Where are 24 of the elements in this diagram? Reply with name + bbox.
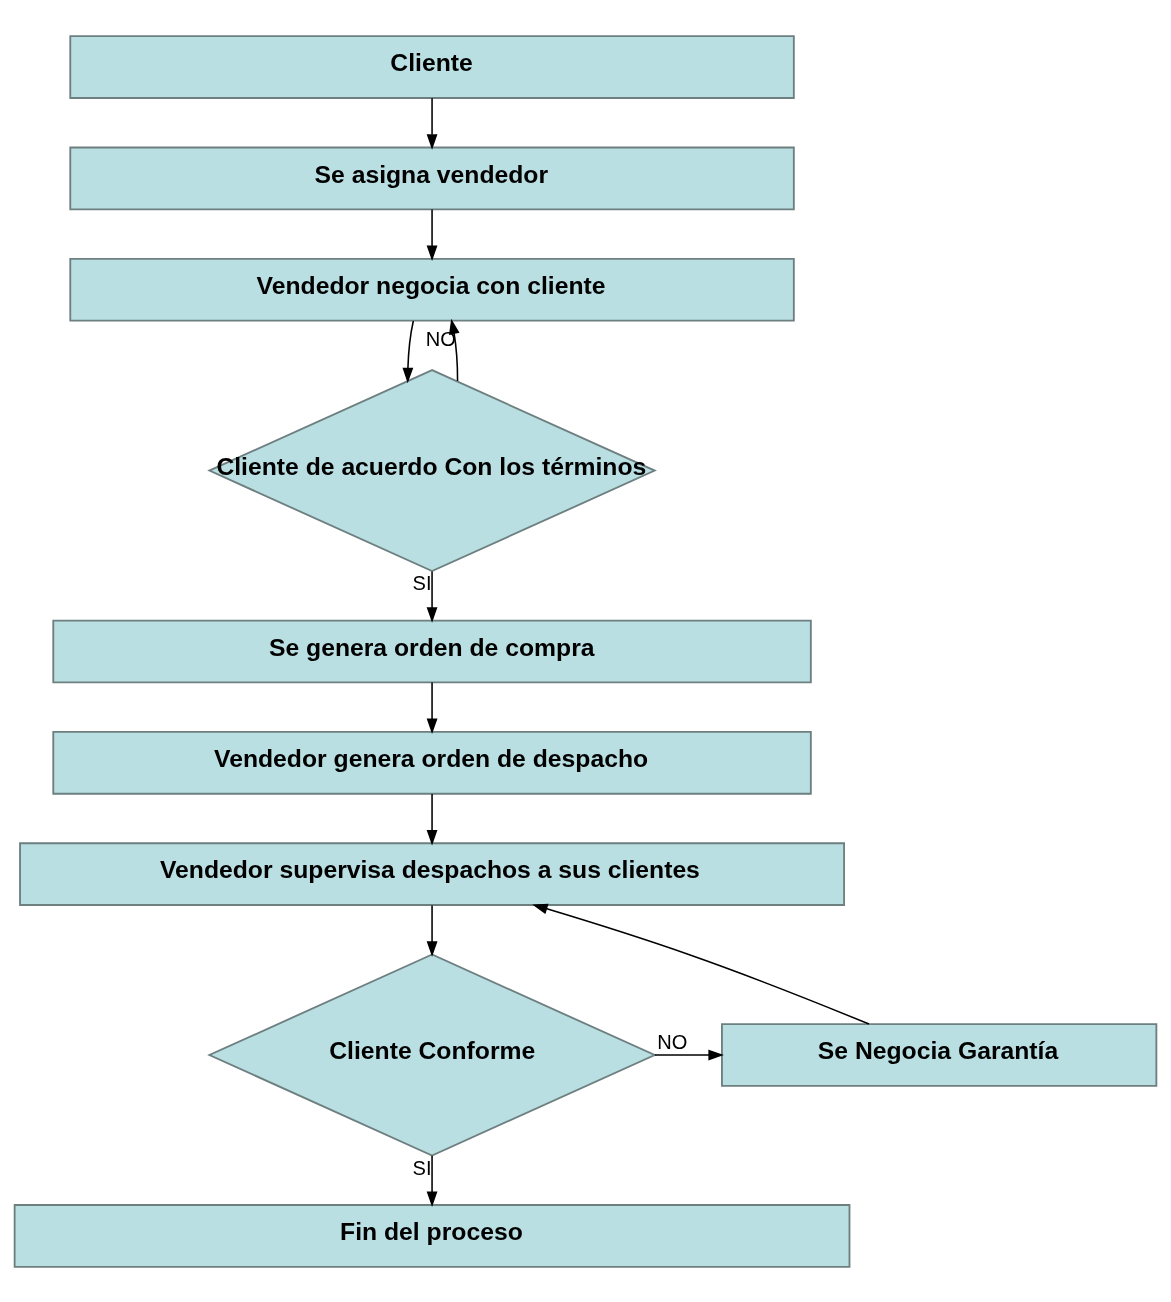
arrow [532, 903, 870, 1025]
arrow [426, 681, 438, 734]
node-box: Vendedor negocia con cliente [69, 257, 795, 322]
node-box: Fin del proceso [13, 1203, 851, 1268]
node-box: Se Negocia Garantía [721, 1022, 1158, 1087]
arrow [426, 792, 438, 845]
arrow [426, 208, 438, 261]
arrow [654, 1049, 724, 1060]
edge-label: NO [425, 327, 456, 350]
node-diamond: Cliente Conforme [207, 953, 657, 1157]
arrow [426, 904, 438, 957]
arrow [426, 570, 438, 623]
arrow [402, 319, 415, 383]
node-box: Se genera orden de compra [52, 619, 812, 683]
arrow [448, 318, 460, 382]
edge-label: NO [657, 1030, 688, 1053]
node-box: Se asigna vendedor [69, 146, 795, 210]
node-box: Vendedor genera orden de despacho [52, 730, 812, 795]
arrow [426, 1154, 438, 1207]
edge-label: SI [412, 1156, 432, 1179]
node-box: Cliente [69, 34, 795, 99]
edge-label: SI [412, 571, 432, 594]
node-box: Vendedor supervisa despachos a sus clientes [19, 841, 845, 906]
arrow [426, 96, 438, 150]
